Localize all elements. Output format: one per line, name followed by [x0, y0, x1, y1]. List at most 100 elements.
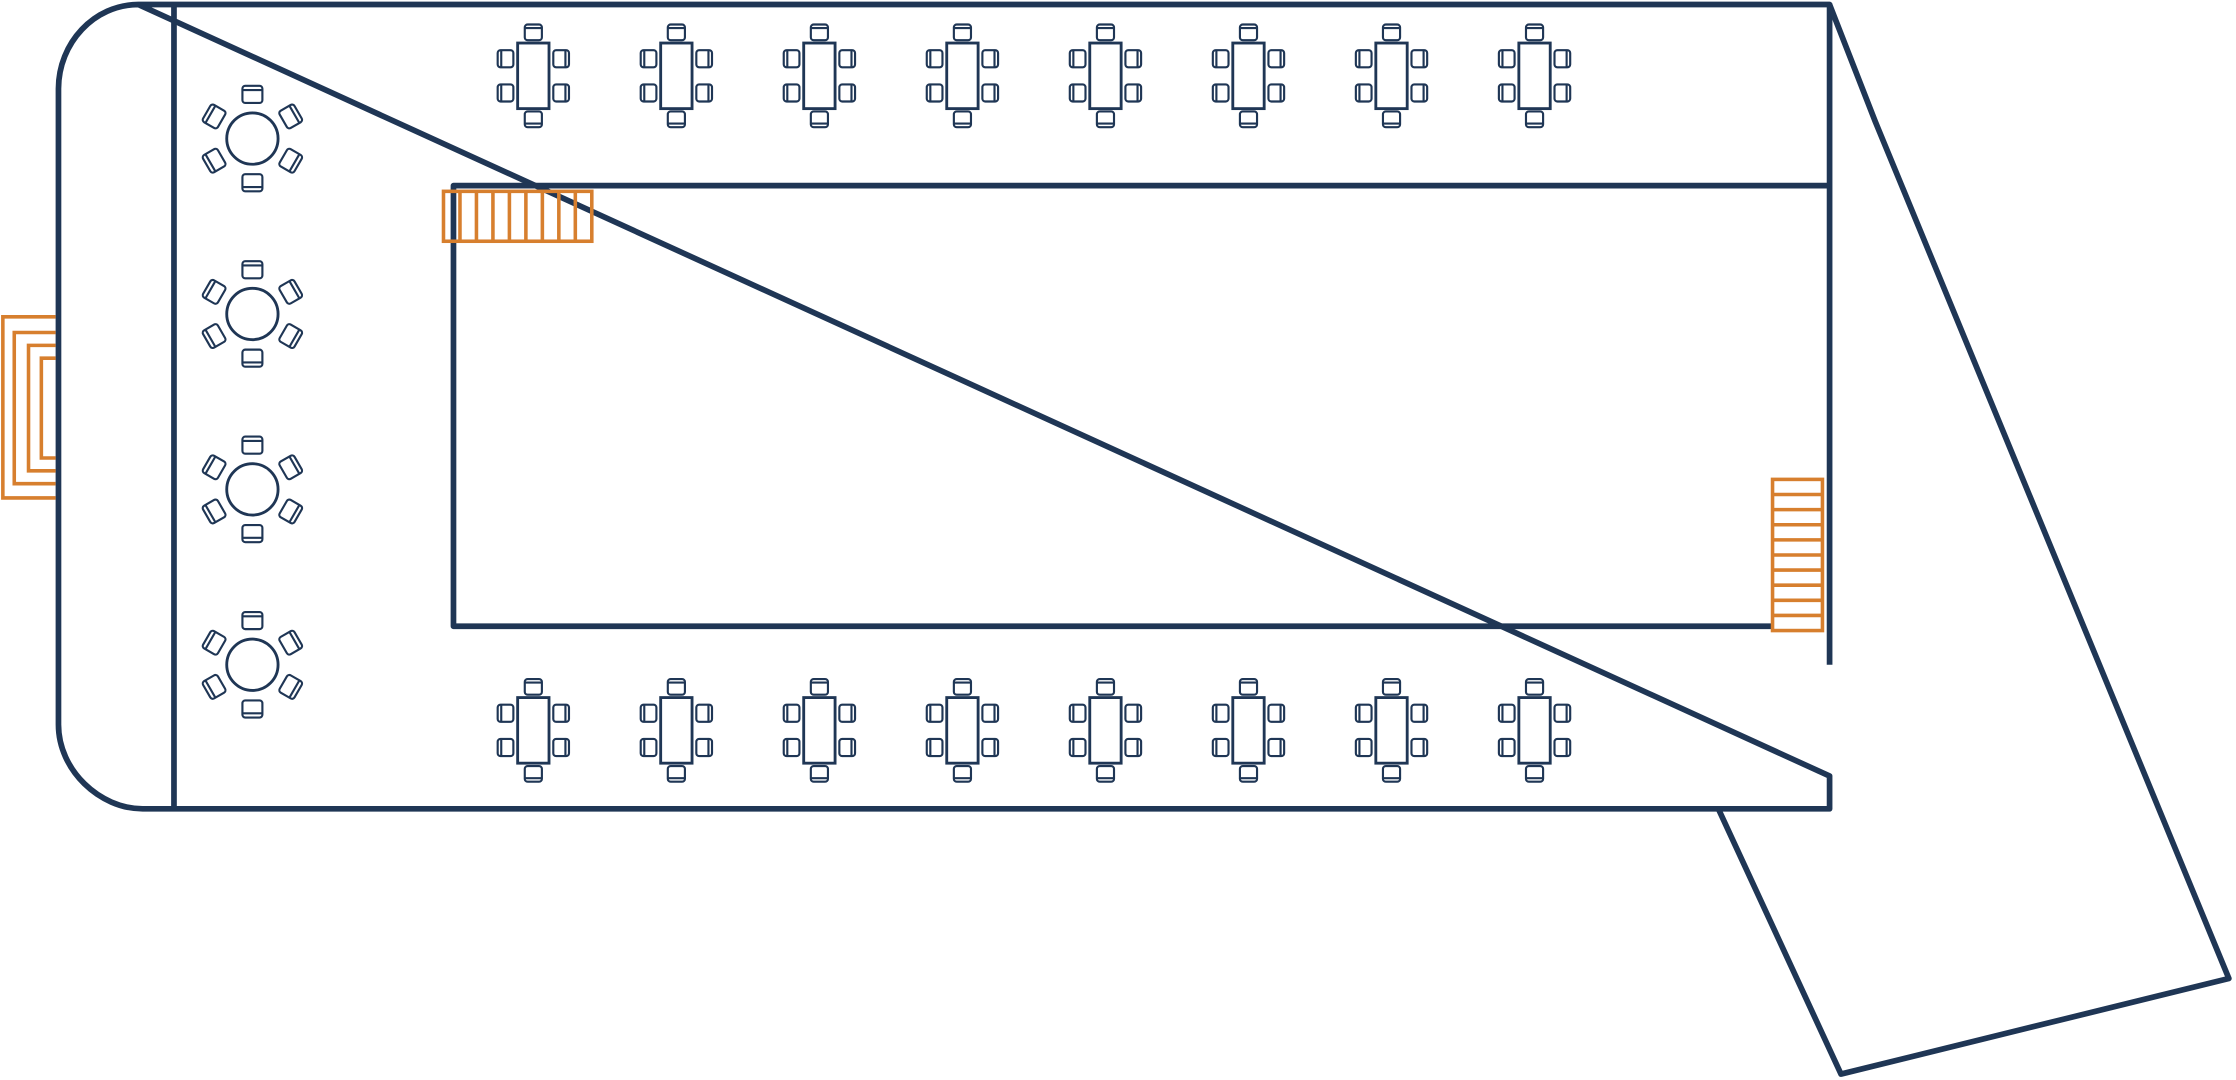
chair	[1524, 677, 1545, 696]
banquet-table	[1354, 23, 1429, 129]
chair	[278, 629, 304, 656]
chair	[496, 737, 515, 758]
chair	[981, 49, 1000, 69]
banquet-table	[496, 23, 571, 129]
chair	[1068, 703, 1087, 723]
chair	[552, 49, 571, 69]
chair	[925, 49, 944, 69]
step-2	[12, 330, 56, 486]
chair	[1068, 737, 1087, 758]
banquet-table-top	[945, 41, 980, 111]
round-table-top	[225, 637, 280, 692]
chair	[241, 84, 264, 104]
banquet-table-top	[1231, 41, 1266, 111]
chair	[1354, 737, 1373, 758]
chair	[952, 110, 973, 129]
banquet-table-top	[516, 696, 551, 765]
chair	[496, 703, 515, 723]
banquet-table	[1068, 677, 1143, 783]
chair	[1267, 49, 1286, 69]
chair	[782, 737, 801, 758]
round-table-top	[225, 111, 280, 166]
chair	[278, 278, 304, 305]
chair	[1238, 677, 1259, 696]
chair	[496, 83, 515, 103]
banquet-table-top	[1374, 696, 1409, 765]
chair	[278, 673, 304, 700]
chair	[1238, 23, 1259, 42]
chair	[666, 23, 686, 42]
chair	[1211, 737, 1230, 758]
banquet-table	[1068, 23, 1143, 129]
chair	[1410, 703, 1429, 723]
chair	[523, 23, 543, 42]
banquet-table	[782, 677, 857, 783]
chair	[809, 764, 830, 783]
chair	[809, 677, 830, 696]
chair	[278, 454, 304, 481]
chair	[278, 323, 304, 350]
chair	[695, 83, 714, 103]
chair	[201, 278, 227, 305]
chair	[809, 23, 830, 42]
chair	[278, 103, 304, 130]
chair	[1267, 703, 1286, 723]
chair	[925, 737, 944, 758]
chair	[201, 454, 227, 481]
chair	[552, 83, 571, 103]
chair	[1211, 49, 1230, 69]
chair	[1497, 703, 1516, 723]
chair	[952, 677, 973, 696]
round-tables	[201, 84, 304, 719]
chair	[1095, 23, 1116, 42]
chair	[1354, 703, 1373, 723]
chair	[809, 110, 830, 129]
chair	[952, 23, 973, 42]
banquet-table	[1497, 23, 1572, 129]
banquet-table-top	[1088, 696, 1123, 765]
chair	[782, 83, 801, 103]
banquet-table	[1354, 677, 1429, 783]
chair	[523, 677, 543, 696]
banquet-table	[782, 23, 857, 129]
stair-frame	[441, 189, 594, 244]
chair	[1553, 737, 1572, 758]
step-outer	[1, 315, 56, 500]
chair	[1354, 83, 1373, 103]
chair	[278, 147, 304, 174]
chair	[838, 49, 857, 69]
step-inner	[39, 356, 56, 460]
chair	[201, 629, 227, 656]
chair	[925, 703, 944, 723]
chair	[241, 523, 264, 544]
chair	[1267, 737, 1286, 758]
round-table	[201, 84, 304, 193]
chair	[1381, 764, 1402, 783]
outer-walls	[55, 1, 2232, 1077]
chair	[1410, 83, 1429, 103]
chair	[981, 737, 1000, 758]
chair	[241, 173, 264, 193]
banquet-table	[925, 677, 1000, 783]
chair	[1124, 49, 1143, 69]
chair	[201, 673, 227, 700]
chair	[1124, 703, 1143, 723]
round-table	[201, 435, 304, 544]
round-table	[201, 610, 304, 719]
chair	[1267, 83, 1286, 103]
chair	[666, 677, 686, 696]
banquet-table-top	[802, 696, 837, 765]
chair	[552, 737, 571, 758]
chair	[1238, 764, 1259, 783]
chair	[201, 103, 227, 130]
chair	[782, 703, 801, 723]
chair	[1095, 677, 1116, 696]
chair	[1068, 49, 1087, 69]
banquet-table-top	[1374, 41, 1409, 111]
banquet-table-top	[802, 41, 837, 111]
chair	[496, 49, 515, 69]
chair	[925, 83, 944, 103]
chair	[1095, 110, 1116, 129]
chair	[1553, 49, 1572, 69]
